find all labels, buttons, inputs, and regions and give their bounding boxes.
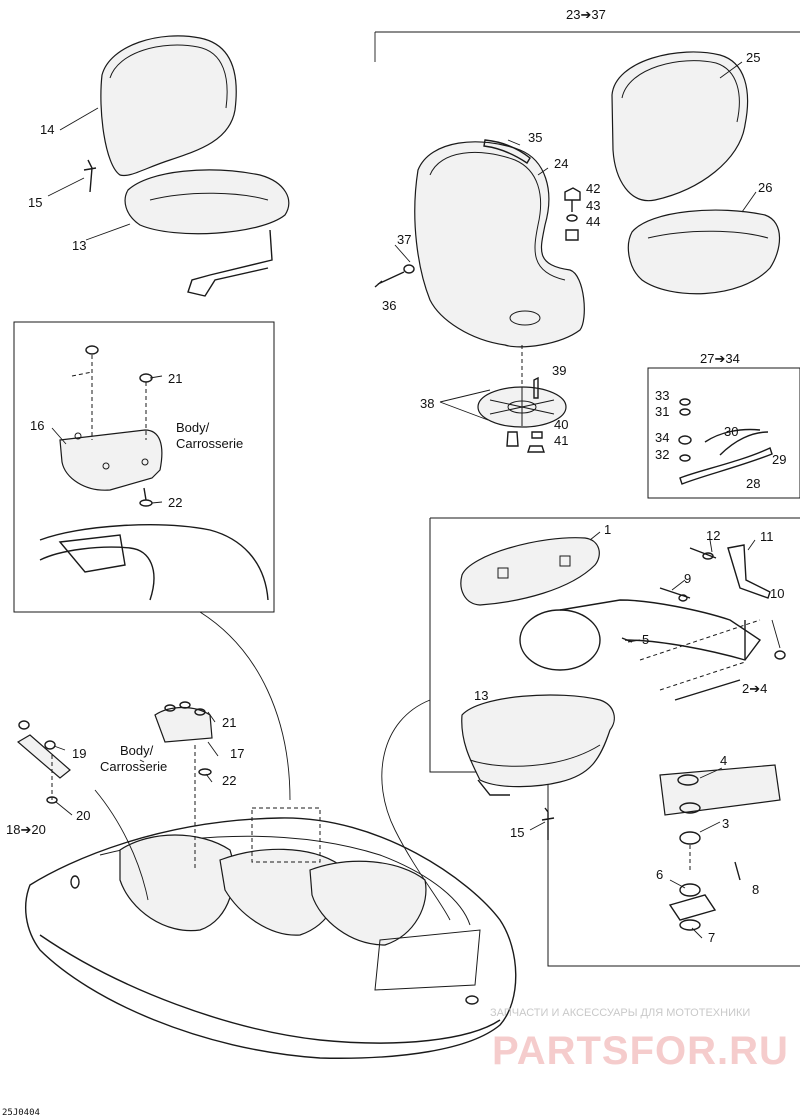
callout-6: 6 <box>656 867 663 882</box>
callout-28: 28 <box>746 476 760 491</box>
body-label-1: Body/ <box>176 420 210 435</box>
callout-13b: 13 <box>474 688 488 703</box>
callout-10: 10 <box>770 586 784 601</box>
hull-detail-inset <box>39 524 269 601</box>
pin-15b <box>541 807 555 840</box>
callout-40: 40 <box>554 417 568 432</box>
swivel-base-38 <box>477 345 567 447</box>
callout-labels: 14 15 13 23➔37 35 24 42 43 44 37 36 25 2… <box>6 7 786 945</box>
callout-42: 42 <box>586 181 600 196</box>
callout-35: 35 <box>528 130 542 145</box>
callout-33: 33 <box>655 388 669 403</box>
seat-frame-24 <box>414 141 585 348</box>
backrest-25 <box>611 51 749 202</box>
frame-2-4 <box>519 599 762 701</box>
latch-27-34 <box>678 398 773 485</box>
callout-30: 30 <box>724 424 738 439</box>
callout-41: 41 <box>554 433 568 448</box>
callout-20: 20 <box>76 808 90 823</box>
storage-bin-13 <box>461 694 615 796</box>
callout-3: 3 <box>722 816 729 831</box>
callout-12: 12 <box>706 528 720 543</box>
callout-14: 14 <box>40 122 54 137</box>
callout-19: 19 <box>72 746 86 761</box>
callout-39: 39 <box>552 363 566 378</box>
connector-front <box>94 789 149 901</box>
callout-7: 7 <box>708 930 715 945</box>
leader-lines <box>47 61 781 939</box>
body-label-1b: Carrosserie <box>176 436 243 451</box>
callout-37: 37 <box>397 232 411 247</box>
bolt-39-41 <box>527 376 545 453</box>
callout-21b: 21 <box>222 715 236 730</box>
screw-36-37 <box>374 264 415 288</box>
callout-22b: 22 <box>222 773 236 788</box>
strap-35 <box>483 139 531 164</box>
callout-16: 16 <box>30 418 44 433</box>
callout-22: 22 <box>168 495 182 510</box>
callout-1: 1 <box>604 522 611 537</box>
callout-26: 26 <box>758 180 772 195</box>
callout-2-4: 2➔4 <box>742 681 767 696</box>
support-bracket-1 <box>460 537 600 606</box>
callout-31: 31 <box>655 404 669 419</box>
callout-5: 5 <box>642 632 649 647</box>
pin-15 <box>83 159 97 193</box>
watermark-brand: PARTSFOR.RU <box>492 1029 789 1073</box>
callout-36: 36 <box>382 298 396 313</box>
mount-3-8 <box>659 764 781 931</box>
callout-18-20: 18➔20 <box>6 822 46 837</box>
inset-16 <box>13 321 275 613</box>
body-label-2: Body/ <box>120 743 154 758</box>
callout-32: 32 <box>655 447 669 462</box>
callout-44: 44 <box>586 214 600 229</box>
hardware-5-12 <box>621 544 786 660</box>
drawing-code: 25J0404 <box>2 1108 40 1118</box>
callout-34: 34 <box>655 430 669 445</box>
callout-24: 24 <box>554 156 568 171</box>
callout-15: 15 <box>28 195 42 210</box>
connector-right <box>381 699 451 921</box>
callout-38: 38 <box>420 396 434 411</box>
callout-4: 4 <box>720 753 727 768</box>
fasteners-42-44 <box>564 187 581 241</box>
seat-cushion-13 <box>124 169 290 297</box>
connector-left <box>199 611 291 801</box>
callout-21: 21 <box>168 371 182 386</box>
callout-27-34: 27➔34 <box>700 351 740 366</box>
callout-43: 43 <box>586 198 600 213</box>
callout-9: 9 <box>684 571 691 586</box>
watercraft-hull <box>25 807 517 1059</box>
callout-17: 17 <box>230 746 244 761</box>
callout-11: 11 <box>760 529 774 544</box>
front-cover-detail <box>16 720 71 804</box>
watermark-tagline: ЗАПЧАСТИ И АКСЕССУАРЫ ДЛЯ МОТОТЕХНИКИ <box>490 1007 750 1019</box>
callout-8: 8 <box>752 882 759 897</box>
cushion-26 <box>627 209 781 295</box>
callout-25: 25 <box>746 50 760 65</box>
watermark: ЗАПЧАСТИ И АКСЕССУАРЫ ДЛЯ МОТОТЕХНИКИ PA… <box>490 1007 789 1073</box>
callout-13: 13 <box>72 238 86 253</box>
rear-cover-detail <box>154 701 213 870</box>
inset-27-34 <box>647 367 800 499</box>
backrest-14 <box>100 35 237 177</box>
callout-29: 29 <box>772 452 786 467</box>
cover-16 <box>59 345 163 507</box>
body-label-2b: Carrosserie <box>100 759 167 774</box>
callout-23-37: 23➔37 <box>566 7 606 22</box>
callout-15b: 15 <box>510 825 524 840</box>
